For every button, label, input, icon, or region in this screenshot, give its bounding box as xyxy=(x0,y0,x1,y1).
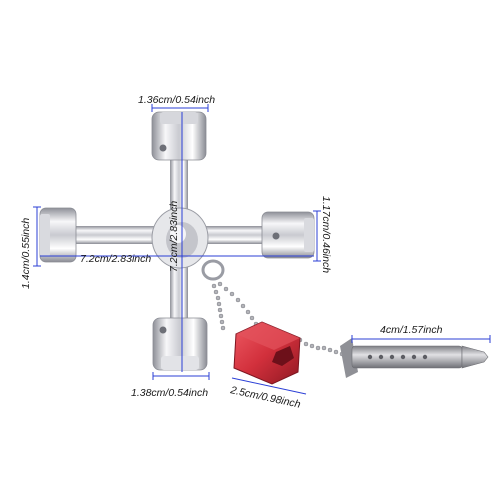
dimension-lines xyxy=(33,104,491,395)
cross-key xyxy=(39,111,315,371)
top-socket xyxy=(151,111,207,161)
bit-length-dimension-label: 4cm/1.57inch xyxy=(380,324,443,336)
right-socket-dimension-label: 1.17cm/0.46inch xyxy=(320,196,332,273)
horizontal-length-dimension-label: 7.2cm/2.83inch xyxy=(80,253,151,265)
vertical-length-dimension-label: 7.2cm/2.83inch xyxy=(168,201,180,272)
screwdriver-bit xyxy=(340,338,489,378)
left-socket xyxy=(39,207,77,263)
bit-holder xyxy=(233,321,301,385)
right-socket xyxy=(261,211,315,259)
bottom-socket xyxy=(152,317,208,371)
ball-chain xyxy=(211,281,345,357)
key-ring xyxy=(201,259,225,281)
bottom-socket-dimension-label: 1.38cm/0.54inch xyxy=(131,387,208,399)
top-socket-dimension-label: 1.36cm/0.54inch xyxy=(138,94,215,106)
center-hub xyxy=(151,207,209,269)
left-socket-dimension-label: 1.4cm/0.55inch xyxy=(20,218,32,289)
holder-length-dimension-label: 2.5cm/0.98inch xyxy=(228,384,301,411)
